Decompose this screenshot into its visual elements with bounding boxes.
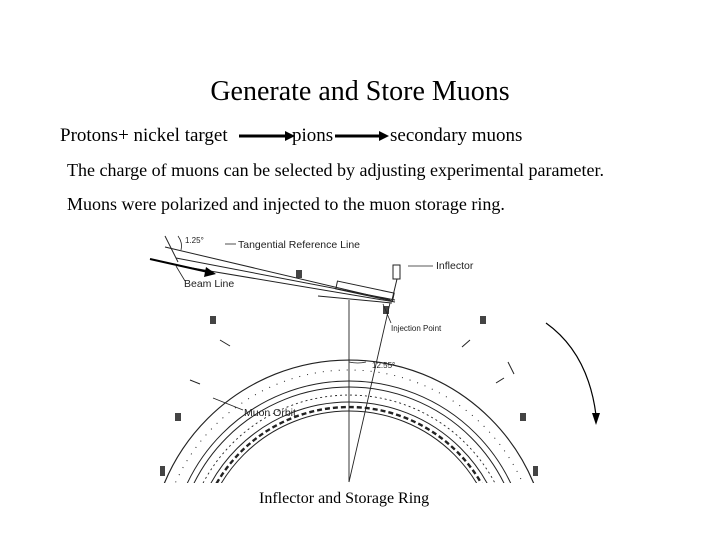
rotation-arrow-head bbox=[592, 413, 600, 425]
radial-line-injection bbox=[348, 302, 391, 483]
beam-line-label: Beam Line bbox=[184, 278, 234, 290]
rotation-direction-arrow bbox=[545, 322, 597, 416]
muon-orbit-label: Muon Orbit bbox=[244, 407, 296, 419]
figure-caption: Inflector and Storage Ring bbox=[259, 490, 430, 507]
flow-step-pions: pions bbox=[292, 125, 334, 146]
inflector-body bbox=[335, 280, 395, 302]
beam-arrow-head bbox=[204, 267, 216, 277]
beam-direction-arrow bbox=[149, 258, 209, 273]
flow-arrow-1 bbox=[239, 131, 295, 141]
note-polarized-injection: Muons were polarized and injected to the… bbox=[67, 194, 505, 214]
center-angle-label: 12.55° bbox=[372, 361, 395, 370]
flow-step-muons: secondary muons bbox=[390, 125, 523, 146]
note-charge-selection: The charge of muons can be selected by a… bbox=[67, 160, 604, 180]
inflector-flange bbox=[392, 264, 401, 280]
beam-line-lower bbox=[179, 265, 396, 303]
angle-marker-line bbox=[164, 235, 179, 263]
beam-line-upper bbox=[175, 257, 396, 301]
flow-arrow-2 bbox=[335, 131, 389, 141]
tangential-reference-label: Tangential Reference Line bbox=[238, 239, 360, 251]
slide-title: Generate and Store Muons bbox=[210, 76, 510, 107]
ring-outer-dotted bbox=[174, 369, 524, 483]
injection-point-label: Injection Point bbox=[391, 324, 442, 333]
inflector-label: Inflector bbox=[436, 260, 474, 272]
angle-label-top: 1.25° bbox=[185, 236, 204, 245]
flow-step-protons: Protons+ nickel target bbox=[60, 125, 228, 146]
tangential-reference-line bbox=[164, 246, 391, 301]
